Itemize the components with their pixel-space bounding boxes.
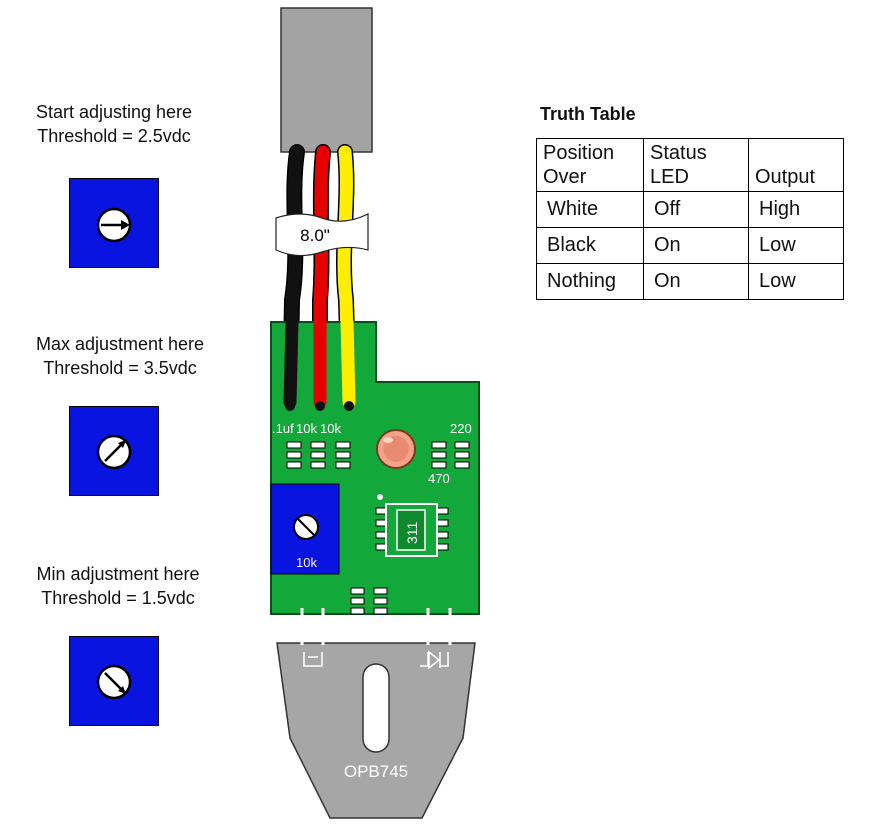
sensor-leads	[300, 608, 452, 645]
col-header-output: Output	[748, 138, 844, 192]
adjust-max-line2: Threshold = 3.5vdc	[43, 358, 197, 378]
dial-right-icon	[69, 178, 159, 268]
cell-output: Low	[748, 227, 844, 264]
cable-length-label: 8.0"	[300, 226, 330, 245]
photodiode-icon	[420, 650, 449, 670]
truth-table-header-row: Position Over Status LED Output	[536, 138, 844, 192]
adjust-max-label: Max adjustment here Threshold = 3.5vdc	[0, 332, 240, 380]
potentiometer-icon: 10k	[270, 483, 340, 575]
res-470-label: 470	[428, 471, 450, 486]
table-row: Black On Low	[536, 227, 844, 264]
dial-up-right-icon	[69, 406, 159, 496]
cell-output: High	[748, 191, 844, 228]
status-led-icon	[376, 429, 416, 469]
cable-length-tag: 8.0"	[275, 213, 369, 257]
wire-solder-points	[283, 315, 356, 411]
col-header-status-led: Status LED	[643, 138, 749, 192]
col-header-position: Position Over	[536, 138, 644, 192]
smd-components-top	[286, 441, 470, 469]
sensor-label: OPB745	[344, 762, 408, 781]
res-10k-a-label: 10k	[296, 421, 317, 436]
pot-label: 10k	[296, 555, 317, 570]
truth-table-title: Truth Table	[540, 104, 636, 124]
smd-components-bottom	[350, 587, 388, 615]
adjust-start-line1: Start adjusting here	[35, 102, 193, 122]
adjust-max-line1: Max adjustment here	[35, 334, 205, 354]
cell-position: White	[536, 191, 644, 228]
table-row: White Off High	[536, 191, 844, 228]
adjust-start-line2: Threshold = 2.5vdc	[37, 126, 191, 146]
cable-connector	[280, 7, 373, 153]
sensor-slot	[362, 663, 390, 753]
cap-bottom-label: .1uf	[341, 622, 363, 637]
dial-down-right-icon	[69, 636, 159, 726]
table-row: Nothing On Low	[536, 263, 844, 300]
cell-position: Black	[536, 227, 644, 264]
cell-status: On	[643, 227, 749, 264]
truth-table: Position Over Status LED Output White Of…	[536, 138, 844, 300]
chip-label: 311	[404, 521, 420, 544]
adjust-min-label: Min adjustment here Threshold = 1.5vdc	[0, 562, 238, 610]
cell-status: On	[643, 263, 749, 300]
comparator-chip-icon: 311	[375, 494, 449, 557]
res-10k-b-label: 10k	[320, 421, 341, 436]
adjust-min-line1: Min adjustment here	[36, 564, 200, 584]
adjust-min-line2: Threshold = 1.5vdc	[41, 588, 195, 608]
led-emitter-icon	[303, 652, 323, 667]
res-220-bottom-label: 220	[381, 622, 403, 637]
cell-position: Nothing	[536, 263, 644, 300]
adjust-start-label: Start adjusting here Threshold = 2.5vdc	[0, 100, 234, 148]
cell-output: Low	[748, 263, 844, 300]
res-220-top-label: 220	[450, 421, 472, 436]
cap-top-label: .1uf	[272, 421, 294, 436]
cell-status: Off	[643, 191, 749, 228]
